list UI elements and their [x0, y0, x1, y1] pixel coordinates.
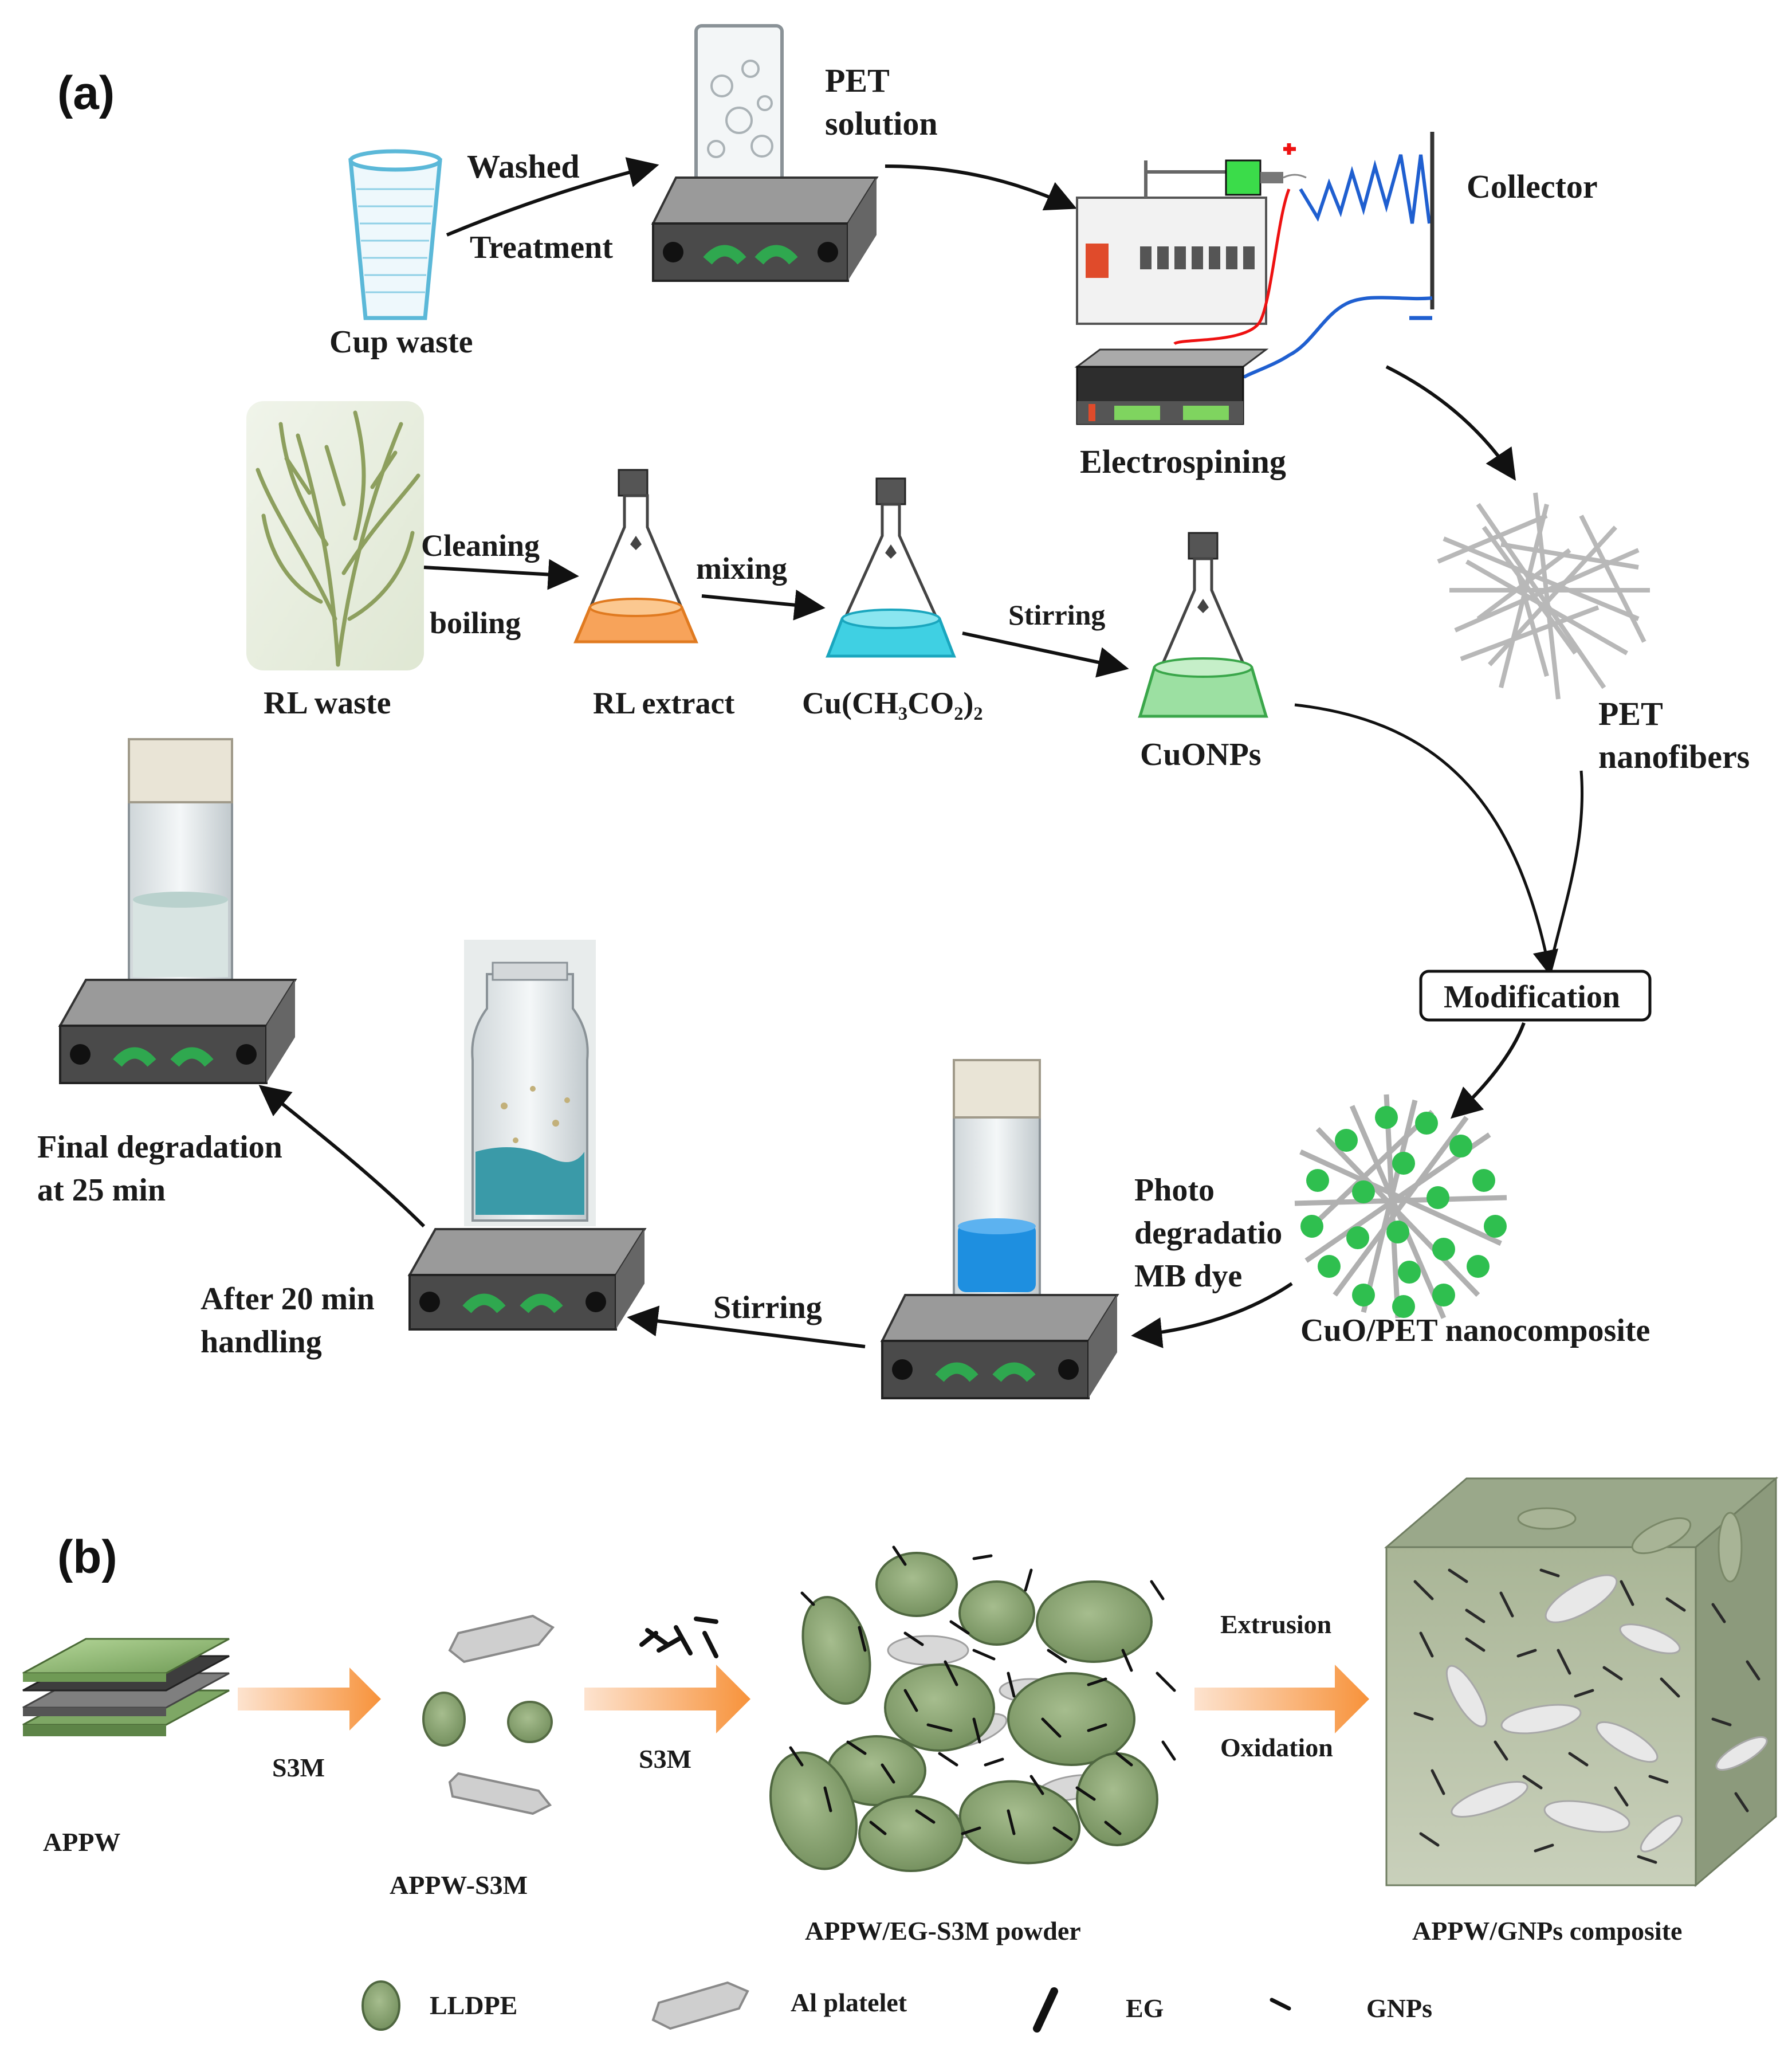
composite-label: APPW/GNPs composite	[1412, 1916, 1682, 1945]
legend: LLDPE Al platelet EG GNPs	[361, 1980, 1432, 2033]
legend-gnps-swatch	[1270, 1998, 1291, 2011]
eg-flakes-icon	[639, 1617, 718, 1658]
pet-solution-label-1: PET	[825, 62, 890, 99]
mixing-label: mixing	[696, 551, 787, 586]
electrospinning-apparatus	[1074, 132, 1435, 425]
arrow-pet-to-electrospin	[885, 164, 1077, 211]
appw-s3m-particles-icon	[422, 1614, 555, 1815]
cu-acetate-flask-icon	[826, 477, 956, 658]
stirrer-plate-2	[880, 1294, 1119, 1399]
legend-al-platelet-swatch	[651, 1981, 749, 2030]
washed-label: Washed	[467, 148, 580, 185]
appw-s3m-label: APPW-S3M	[390, 1870, 528, 1900]
cup-waste-label: Cup waste	[329, 324, 473, 360]
legend-lldpe-label: LLDPE	[430, 1991, 517, 2020]
pet-solution-label-2: solution	[825, 105, 938, 142]
legend-eg-label: EG	[1126, 1994, 1164, 2023]
arrow-extract-to-cu	[701, 589, 826, 621]
arrow-modification-to-composite	[1450, 1022, 1526, 1119]
cup-icon	[348, 149, 442, 320]
legend-gnps-label: GNPs	[1366, 1994, 1432, 2023]
legend-lldpe-swatch	[361, 1980, 400, 2031]
legend-al-platelet-label: Al platelet	[791, 1988, 907, 2017]
final-degradation-label-2: at 25 min	[37, 1172, 166, 1208]
treatment-label: Treatment	[470, 230, 613, 265]
electrospinning-label: Electrospining	[1080, 443, 1286, 480]
mb-dye-vial-icon	[953, 1059, 1041, 1296]
appw-label: APPW	[43, 1827, 120, 1857]
beaker-icon	[694, 24, 784, 185]
photo-label-1: Photo	[1134, 1172, 1215, 1208]
rl-waste-label: RL waste	[264, 685, 391, 721]
rl-extract-label: RL extract	[593, 686, 734, 720]
arrow-after-to-final	[258, 1085, 426, 1228]
arrow-cup-to-pet	[446, 157, 659, 237]
modification-box	[1419, 970, 1652, 1022]
collector-label: Collector	[1467, 168, 1598, 205]
photo-label-2: degradatio	[1134, 1215, 1282, 1251]
stirrer-plate-3	[407, 1228, 647, 1331]
appw-gnps-composite-cube	[1384, 1476, 1779, 1888]
pet-nanofibers-label-2: nanofibers	[1598, 738, 1750, 775]
nanocomposite-label: CuO/PET nanocomposite	[1300, 1313, 1650, 1348]
s3m-label-1: S3M	[272, 1753, 325, 1782]
powder-label: APPW/EG-S3M powder	[805, 1916, 1081, 1945]
cuonps-flask-icon	[1138, 532, 1268, 718]
arrow-nanofibers-to-modification	[1548, 770, 1584, 969]
after-20min-label-1: After 20 min	[201, 1281, 375, 1317]
cu-acetate-label: Cu(CH₃CO₂)₂	[802, 686, 983, 720]
s3m-label-2: S3M	[639, 1744, 691, 1774]
final-degradation-label-1: Final degradation	[37, 1129, 282, 1165]
after-20min-bottle-icon	[464, 940, 596, 1226]
cleaning-label: Cleaning	[421, 528, 540, 563]
cuonps-label: CuONPs	[1140, 737, 1262, 772]
panel-a-label: (a)	[57, 67, 115, 119]
after-20min-label-2: handling	[201, 1324, 322, 1360]
stirrer-plate-4	[58, 979, 297, 1084]
cuo-pet-nanocomposite-icon	[1294, 1094, 1507, 1319]
arrow-extrusion	[1194, 1665, 1369, 1733]
photo-label-3: MB dye	[1134, 1258, 1242, 1294]
pet-nanofibers-icon	[1437, 492, 1650, 700]
arrow-cuonps-to-modification	[1294, 703, 1558, 976]
panel-b-label: (b)	[57, 1531, 117, 1583]
extrusion-label: Extrusion	[1220, 1610, 1331, 1639]
rl-extract-flask-icon	[573, 469, 698, 644]
oxidation-label: Oxidation	[1220, 1733, 1333, 1762]
arrow-cu-to-cuonps	[962, 631, 1129, 678]
arrow-rl-to-extract	[423, 559, 579, 590]
pet-nanofibers-label-1: PET	[1598, 695, 1663, 732]
final-vial-icon	[128, 738, 233, 981]
appw-eg-powder-icon	[769, 1545, 1176, 1872]
rl-plant-image	[246, 401, 424, 670]
arrow-mb-to-after	[627, 1305, 866, 1348]
appw-layers-icon	[22, 1638, 230, 1736]
arrow-electrospin-to-nanofibers	[1385, 365, 1516, 481]
legend-eg-swatch	[1033, 1987, 1058, 2033]
stirrer-plate-1	[651, 176, 879, 282]
modification-label: Modification	[1444, 979, 1620, 1015]
arrow-s3m-1	[238, 1668, 381, 1731]
stirring-top-label: Stirring	[1008, 599, 1105, 631]
arrow-composite-to-mb	[1131, 1282, 1293, 1348]
boiling-label: boiling	[430, 606, 521, 640]
arrow-s3m-2	[584, 1665, 750, 1733]
stirring-bottom-label: Stirring	[713, 1290, 822, 1325]
